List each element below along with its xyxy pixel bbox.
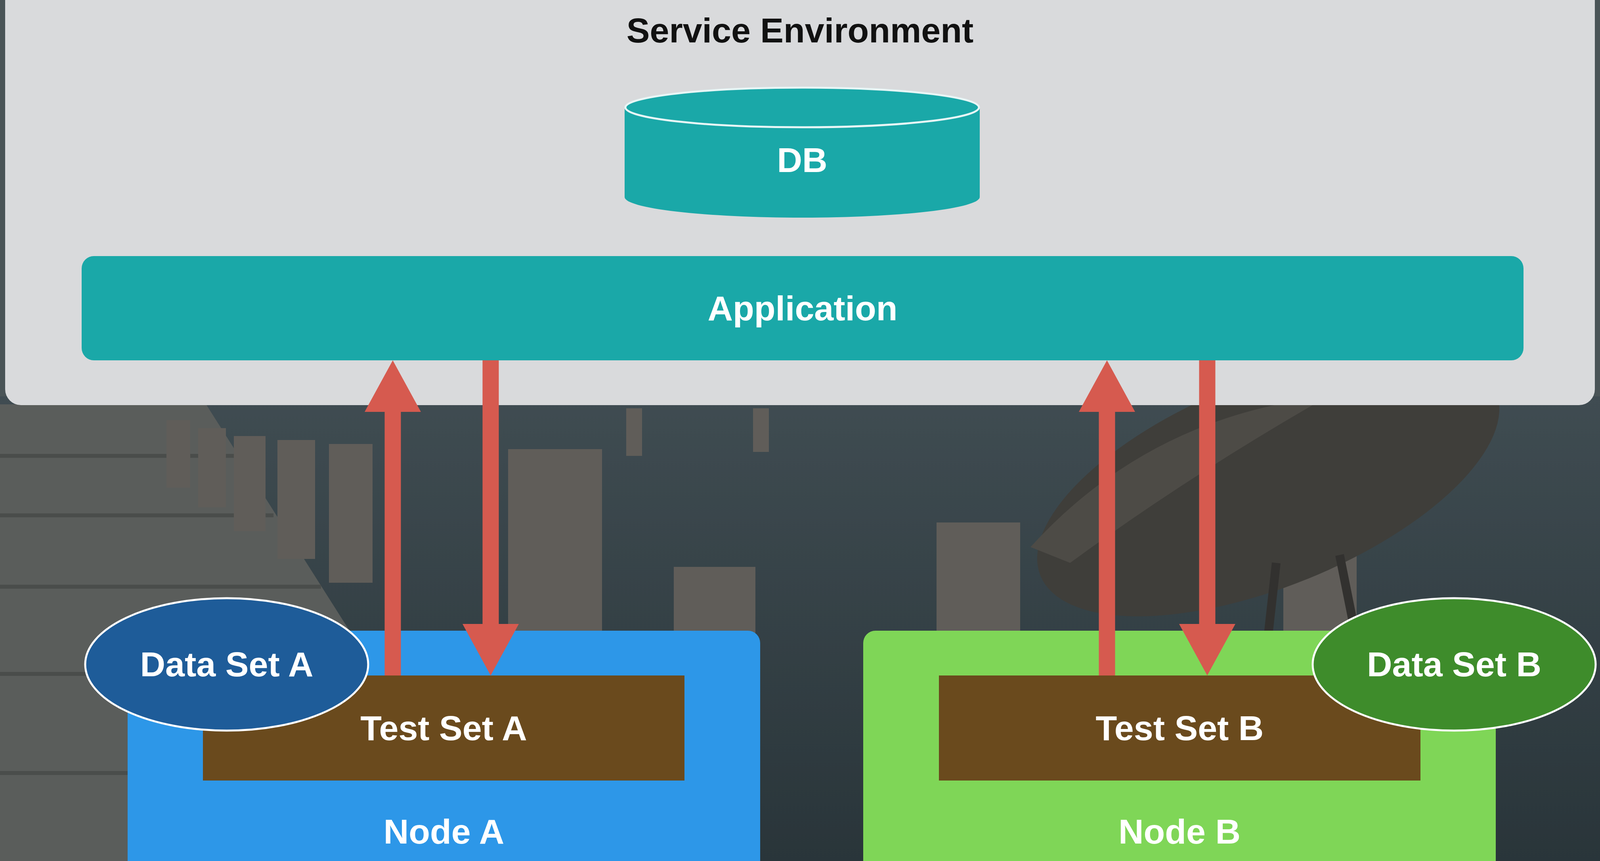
ellipse-fill [1312, 598, 1596, 731]
node-box: Node BTest Set BData Set B [863, 630, 1496, 861]
node-label: Node B [1118, 810, 1241, 853]
application-bar: Application [81, 256, 1524, 361]
node-label: Test Set A [360, 707, 528, 750]
panel-title: Service Environment [626, 9, 974, 52]
environment-panel: Service EnvironmentDB Application [5, 0, 1595, 406]
arrow-head [1179, 623, 1236, 676]
flow-arrow [1078, 360, 1136, 676]
ellipse-fill [85, 598, 369, 731]
label-holder: Node B [863, 810, 1496, 853]
arrow-head [1078, 360, 1136, 412]
arrow-shaft [482, 360, 499, 626]
node-box: Node A Test Set A Data Set A [127, 630, 761, 861]
arrow-shaft [1199, 360, 1216, 626]
flow-arrow [462, 360, 519, 676]
arrow-shaft [384, 410, 402, 676]
flow-arrow [1179, 360, 1236, 676]
data-set-ellipse: Data Set A [84, 596, 370, 732]
node-label: Test Set B [1095, 707, 1264, 750]
data-set-ellipse: Data Set B [1311, 596, 1597, 732]
database-cylinder: DB [624, 86, 980, 218]
flow-arrow [364, 360, 421, 676]
cylinder-top [625, 87, 979, 128]
label-holder: Node A [127, 810, 761, 853]
node-label: Node A [383, 810, 505, 853]
node-label: Data Set B [1366, 643, 1542, 686]
node-label: DB [776, 139, 828, 182]
label-holder: Service Environment [5, 9, 1595, 52]
arrow-head [462, 623, 519, 676]
arrow-head [364, 360, 421, 412]
arrow-shaft [1099, 410, 1116, 676]
node-label: Data Set A [140, 643, 314, 686]
node-label: Application [707, 287, 898, 330]
